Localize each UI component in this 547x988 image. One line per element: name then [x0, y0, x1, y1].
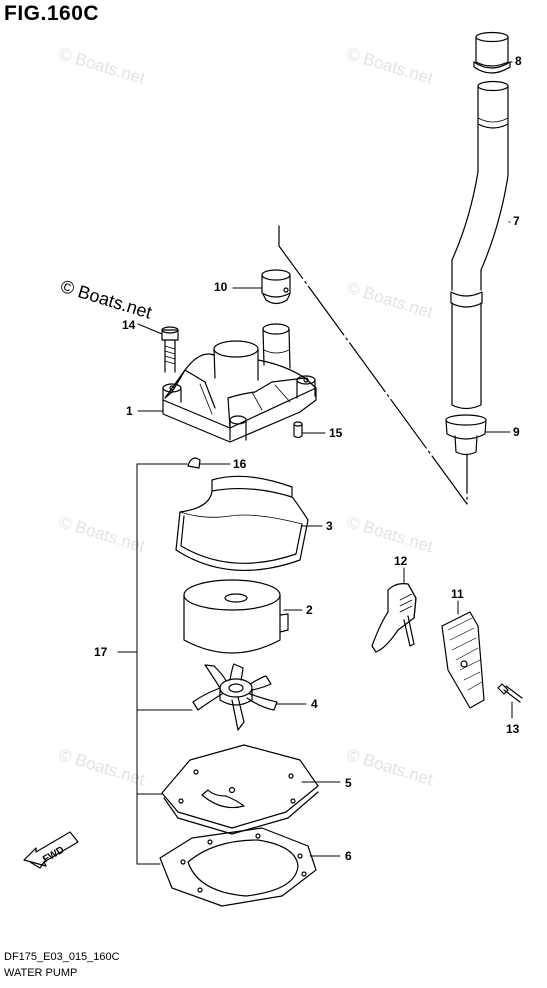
callout-5: 5 — [345, 776, 352, 790]
callout-15: 15 — [329, 426, 343, 440]
part-4-impeller — [192, 663, 278, 731]
part-9-grommet — [445, 414, 487, 456]
callout-3: 3 — [326, 519, 333, 533]
callout-10: 10 — [214, 280, 228, 294]
part-7-tube — [450, 80, 509, 410]
fwd-arrow-icon — [23, 831, 79, 869]
callout-7: 7 — [513, 214, 520, 228]
callout-4: 4 — [311, 697, 318, 711]
callout-8: 8 — [515, 54, 522, 68]
callout-14: 14 — [122, 318, 136, 332]
part-8-grommet — [473, 31, 511, 74]
part-2-liner — [183, 579, 289, 654]
callout-17: 17 — [94, 645, 108, 659]
leader-lines — [117, 61, 513, 865]
callout-9: 9 — [513, 425, 520, 439]
part-5-plate — [161, 744, 319, 835]
callout-6: 6 — [345, 849, 352, 863]
callout-1: 1 — [126, 404, 133, 418]
part-3-seal — [175, 475, 309, 572]
callout-12: 12 — [394, 554, 408, 568]
part-6-gasket — [159, 827, 317, 907]
callout-13: 13 — [506, 722, 520, 736]
guide-line — [278, 225, 468, 505]
part-15-pin — [293, 421, 303, 439]
part-1-pump-case — [162, 323, 317, 443]
part-16-key — [187, 457, 201, 469]
callout-11: 11 — [451, 587, 464, 601]
callout-2: 2 — [306, 603, 313, 617]
callout-16: 16 — [233, 457, 247, 471]
part-12-bracket — [371, 583, 417, 653]
part-13-screw — [497, 683, 523, 703]
footer-code: DF175_E03_015_160C — [4, 951, 120, 963]
part-10-sleeve — [261, 269, 291, 305]
footer-name: WATER PUMP — [4, 967, 78, 979]
figure-title: FIG.160C — [4, 2, 100, 25]
part-14-bolt — [161, 326, 179, 373]
part-11-plate — [441, 611, 485, 709]
